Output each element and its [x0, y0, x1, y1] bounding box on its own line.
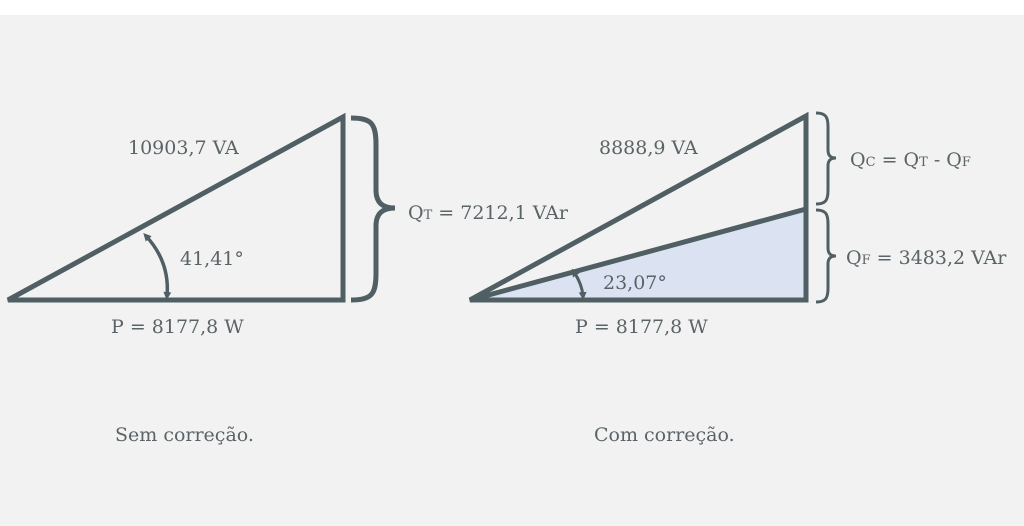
left-reactive-power-label: QT = 7212,1 VAr	[408, 202, 569, 224]
qt-brace-icon	[350, 115, 396, 303]
left-angle-label: 41,41°	[180, 248, 244, 270]
qf-value-label: QF = 3483,2 VAr	[846, 247, 1007, 269]
right-angle-label: 23,07°	[603, 272, 667, 294]
left-power-triangle	[6, 112, 396, 303]
left-apparent-power-label: 10903,7 VA	[128, 137, 239, 159]
left-active-power-label: P = 8177,8 W	[111, 316, 244, 338]
right-caption: Com correção.	[594, 424, 735, 446]
right-active-power-label: P = 8177,8 W	[575, 316, 708, 338]
left-caption: Sem correção.	[115, 424, 254, 446]
right-power-triangle	[468, 111, 837, 304]
qc-formula-label: QC = QT - QF	[850, 149, 971, 171]
qf-brace-icon	[815, 208, 837, 304]
angle-arc-icon	[143, 233, 172, 300]
right-apparent-power-label: 8888,9 VA	[599, 137, 698, 159]
angle-arc-icon	[571, 268, 587, 300]
qc-brace-icon	[815, 111, 837, 206]
